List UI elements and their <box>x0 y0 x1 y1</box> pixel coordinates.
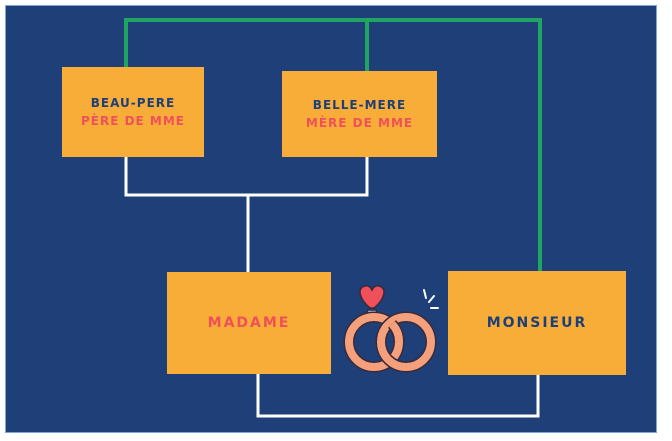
node-belle-mere: BELLE-MERE MÈRE DE MME <box>282 71 437 157</box>
belle-mere-label: BELLE-MERE <box>312 98 407 112</box>
node-beau-pere: BEAU-PERE PÈRE DE MME <box>62 67 204 157</box>
marriage-connector <box>256 374 540 418</box>
beau-pere-sublabel: PÈRE DE MME <box>80 114 186 128</box>
parents-connector <box>124 157 369 197</box>
green-connector <box>124 18 542 272</box>
sparkle-icon <box>423 289 439 309</box>
heart-icon <box>359 285 385 309</box>
beau-pere-label: BEAU-PERE <box>90 96 176 110</box>
madame-label: MADAME <box>207 315 291 331</box>
node-madame: MADAME <box>167 272 331 374</box>
monsieur-label: MONSIEUR <box>486 315 588 331</box>
node-monsieur: MONSIEUR <box>448 271 626 375</box>
belle-mere-sublabel: MÈRE DE MME <box>305 116 414 130</box>
wedding-rings-icon <box>343 285 439 373</box>
